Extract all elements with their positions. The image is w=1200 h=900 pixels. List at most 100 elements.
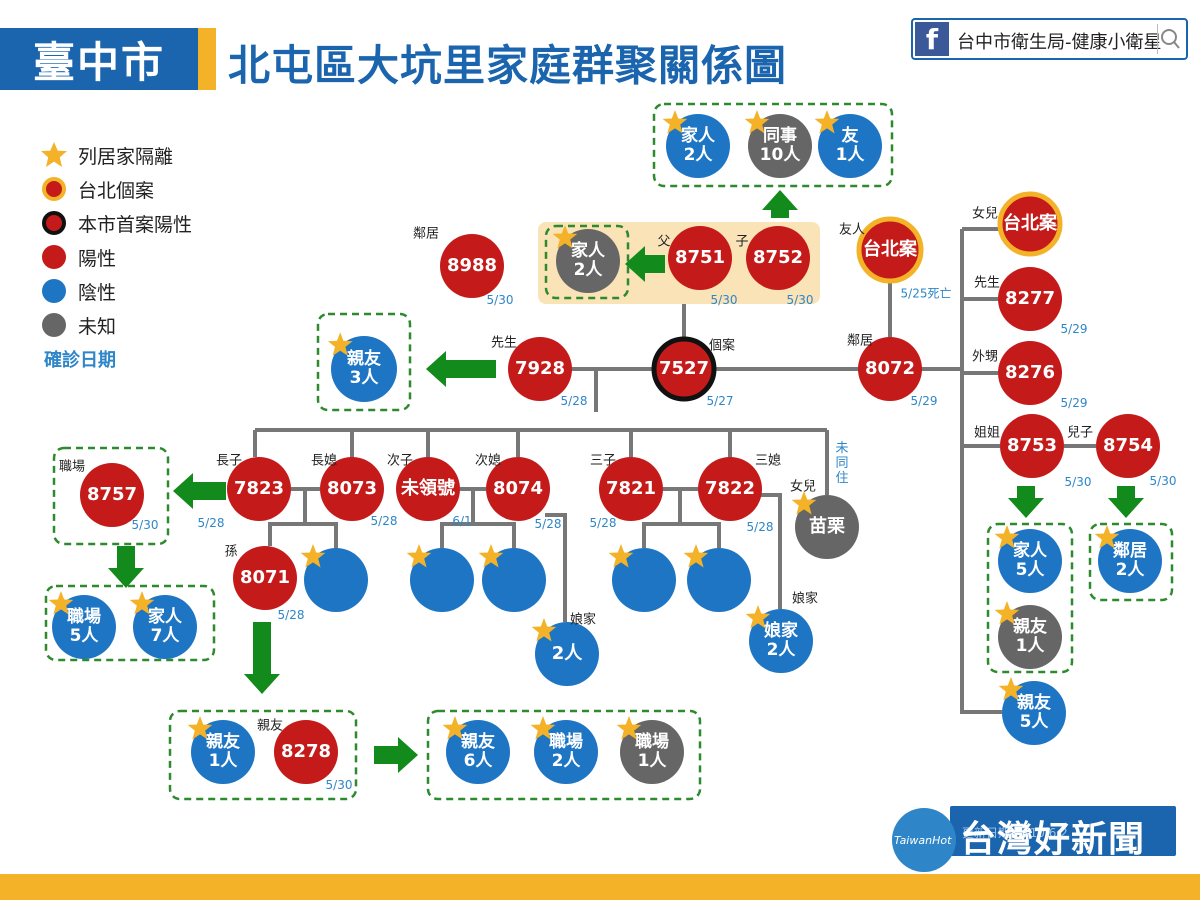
search-icon[interactable] bbox=[1157, 24, 1184, 54]
relation-label: 職場 bbox=[58, 459, 86, 475]
node-label: 親友 3人 bbox=[347, 348, 381, 388]
node-label: 親友 5人 bbox=[1017, 692, 1051, 732]
node-g_friends5 bbox=[1002, 681, 1066, 745]
diagnosis-date: 5/28 bbox=[534, 517, 562, 531]
diagnosis-date: 5/28 bbox=[746, 520, 774, 534]
node-n8988 bbox=[440, 234, 504, 298]
taiwanhot-logo bbox=[892, 808, 956, 872]
legend-item-taipei-case: 台北個案 bbox=[38, 174, 154, 204]
arrow-to-8278-box bbox=[244, 622, 280, 694]
node-label: 7527 bbox=[658, 357, 710, 379]
star-icon bbox=[48, 591, 74, 615]
diagnosis-date: 5/25死亡 bbox=[900, 286, 952, 301]
star-icon bbox=[744, 110, 770, 134]
star-icon bbox=[791, 491, 817, 515]
star-icon bbox=[300, 544, 326, 568]
node-label: 8072 bbox=[864, 357, 916, 379]
node-label: 8988 bbox=[446, 254, 498, 276]
node-label: 同事 10人 bbox=[759, 125, 801, 165]
node-g_family7 bbox=[133, 595, 197, 659]
box-work-family bbox=[44, 584, 216, 662]
node-label: 8276 bbox=[1004, 361, 1056, 383]
diagnosis-date: 5/29 bbox=[1060, 322, 1088, 336]
node-label: 親友 1人 bbox=[206, 731, 240, 771]
node-n7822 bbox=[698, 457, 762, 521]
diagnosis-date: 5/30 bbox=[131, 518, 159, 532]
node-label: 8074 bbox=[492, 477, 544, 499]
node-taipei bbox=[856, 216, 924, 284]
node-n8276 bbox=[998, 341, 1062, 405]
legend-item-positive: 陽性 bbox=[38, 242, 116, 272]
node-g_work5 bbox=[52, 595, 116, 659]
relation-label: 父 bbox=[657, 234, 671, 250]
node-n8753 bbox=[1000, 414, 1064, 478]
node-g_cowork10 bbox=[748, 114, 812, 178]
node-label: 7822 bbox=[704, 477, 756, 499]
relation-label: 孫 bbox=[224, 544, 238, 560]
node-label: 苗栗 bbox=[809, 515, 845, 537]
node-g_friends1b bbox=[191, 720, 255, 784]
relation-label: 三媳 bbox=[754, 453, 782, 469]
arrow-to-friends-work bbox=[374, 737, 418, 773]
node-n8074 bbox=[486, 457, 550, 521]
diagnosis-date: 5/30 bbox=[786, 293, 814, 307]
line-inlaw-2 bbox=[545, 513, 567, 622]
arrow-to-family2a bbox=[625, 246, 665, 282]
node-g_family2a bbox=[556, 229, 620, 293]
relation-label: 次媳 bbox=[474, 453, 502, 469]
box-8757 bbox=[52, 446, 170, 546]
node-c_7821b bbox=[687, 548, 751, 612]
diagnosis-date: 5/28 bbox=[197, 516, 225, 530]
star-icon bbox=[994, 525, 1020, 549]
footer-bar bbox=[0, 874, 1200, 900]
node-n8277 bbox=[998, 267, 1062, 331]
not-cohabiting-note: 未同住 bbox=[835, 441, 849, 486]
node-n7821 bbox=[599, 457, 663, 521]
header-accent-stripe bbox=[198, 28, 216, 90]
star-icon bbox=[406, 544, 432, 568]
star-icon bbox=[1094, 525, 1120, 549]
relation-label: 鄰居 bbox=[846, 333, 874, 349]
node-g_work1 bbox=[620, 720, 684, 784]
node-g_friends1a bbox=[998, 605, 1062, 669]
node-label: 7823 bbox=[233, 477, 285, 499]
node-label: 職場 5人 bbox=[67, 606, 101, 646]
facebook-page-name: 台中市衛生局-健康小衛星 bbox=[957, 32, 1162, 53]
relation-label: 兒子 bbox=[1066, 425, 1094, 441]
star-icon bbox=[442, 716, 468, 740]
line-right-vertical bbox=[960, 229, 1002, 714]
node-label: 8753 bbox=[1006, 434, 1058, 456]
node-c_8073 bbox=[304, 548, 368, 612]
node-label: 8277 bbox=[1004, 287, 1056, 309]
diagnosis-date: 6/1 bbox=[452, 514, 472, 528]
node-label: 台北案 bbox=[863, 238, 917, 260]
relation-label: 三子 bbox=[589, 453, 617, 469]
star-icon bbox=[530, 716, 556, 740]
node-n8751 bbox=[668, 226, 732, 290]
city-label: 臺中市 bbox=[0, 28, 198, 90]
arrow-to-friends3 bbox=[426, 351, 496, 387]
node-label: 親友 1人 bbox=[1013, 616, 1047, 656]
box-coworkers bbox=[652, 102, 894, 188]
diagnosis-date: 5/30 bbox=[325, 778, 353, 792]
relation-label: 先生 bbox=[490, 335, 518, 351]
node-label: 友 1人 bbox=[835, 125, 865, 165]
node-g_work2 bbox=[534, 720, 598, 784]
news-brand-box bbox=[950, 806, 1176, 856]
relation-label: 娘家 bbox=[791, 591, 819, 607]
diagnosis-date: 5/30 bbox=[486, 293, 514, 307]
diagnosis-date: 5/30 bbox=[1149, 474, 1177, 488]
relation-label: 長媳 bbox=[310, 453, 338, 469]
relation-label: 女兒 bbox=[971, 206, 999, 222]
node-n8073 bbox=[320, 457, 384, 521]
star-icon bbox=[327, 332, 353, 356]
line-gc-1b bbox=[305, 522, 338, 548]
facebook-search-box[interactable]: f 台中市衛生局-健康小衛星 bbox=[911, 18, 1188, 60]
line-gc-2b bbox=[473, 522, 516, 548]
node-label: 家人 2人 bbox=[681, 125, 715, 165]
node-n8757 bbox=[80, 463, 144, 527]
node-g_friend1 bbox=[818, 114, 882, 178]
first-case-dot-icon bbox=[42, 211, 66, 235]
node-n8752 bbox=[746, 226, 810, 290]
